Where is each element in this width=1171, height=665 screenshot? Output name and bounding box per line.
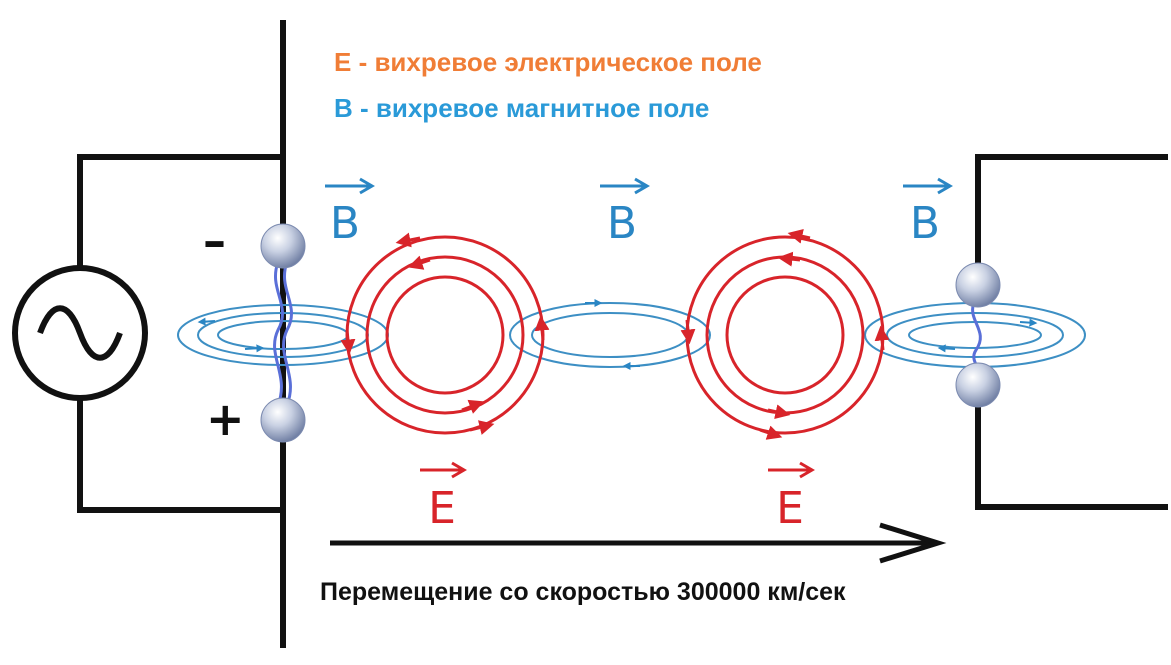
propagation-caption: Перемещение со скоростью 300000 км/сек <box>320 578 846 606</box>
legend-electric-field: E - вихревое электрическое поле <box>334 47 762 77</box>
magnetic-field-lines <box>177 302 1086 368</box>
b-vector-arrows <box>325 177 953 195</box>
ac-source-icon <box>12 265 148 401</box>
electric-field-loop-1 <box>340 232 550 435</box>
left-circuit <box>77 20 286 648</box>
plus-sign: + <box>206 392 245 446</box>
right-circuit <box>975 154 1168 510</box>
e-vector-label-2: E <box>776 483 804 534</box>
b-vector-label-3: B <box>909 198 941 249</box>
propagation-arrow <box>330 522 947 564</box>
magnetic-arrow-marks <box>197 299 1038 370</box>
e-vector-arrows <box>420 461 815 479</box>
right-dipole <box>955 262 1001 408</box>
electric-field-loop-2 <box>680 228 890 440</box>
b-vector-label-1: B <box>329 198 361 249</box>
minus-sign: – <box>203 214 226 268</box>
b-vector-label-2: B <box>606 198 638 249</box>
left-dipole <box>260 223 306 443</box>
legend-magnetic-field: B - вихревое магнитное поле <box>334 93 710 123</box>
e-vector-label-1: E <box>428 483 456 534</box>
